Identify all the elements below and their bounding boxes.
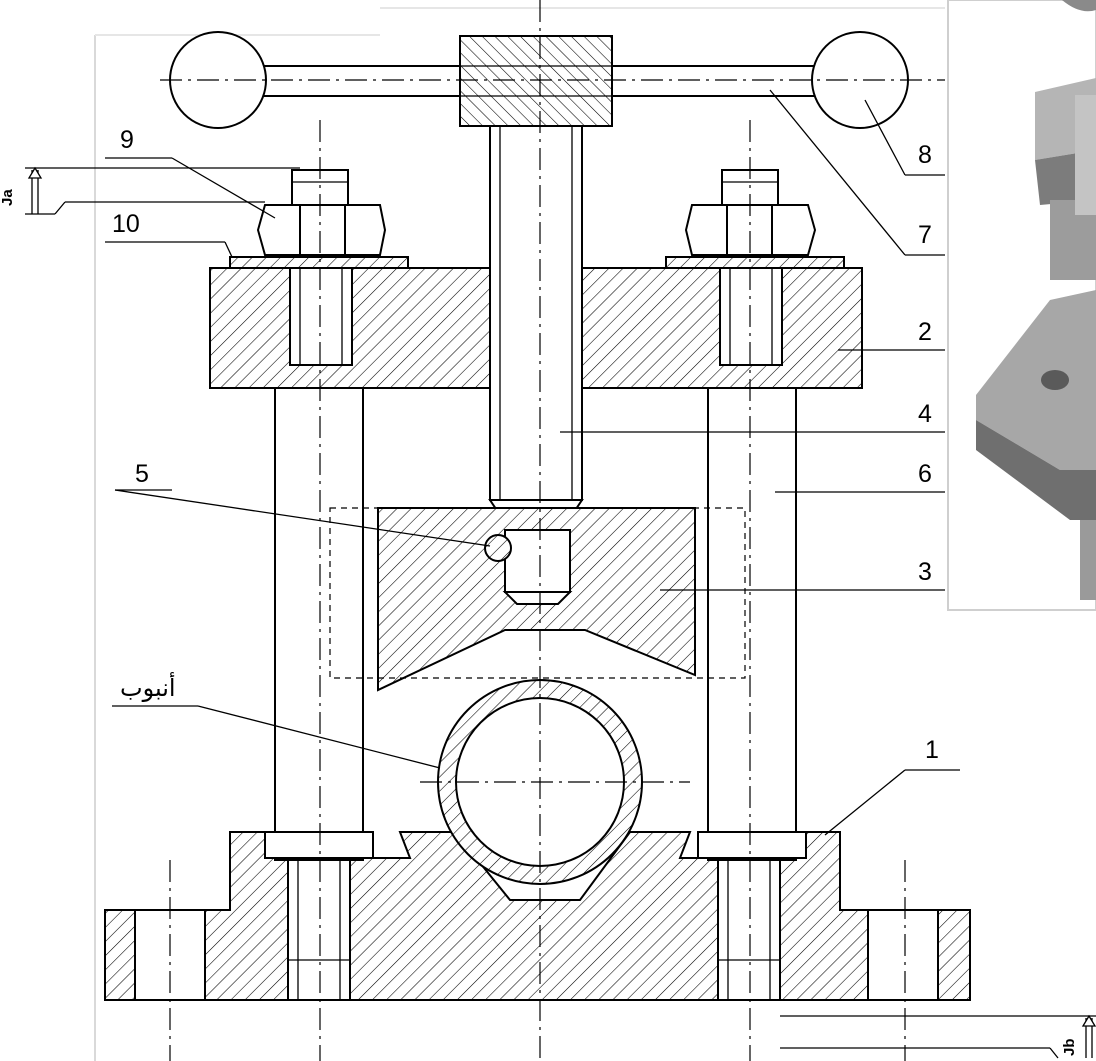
centerlines (160, 0, 945, 1061)
label-part-3: 3 (918, 558, 932, 586)
handle-part-7 (169, 31, 909, 129)
label-part-5: 5 (135, 460, 149, 488)
pin-part-5 (484, 534, 512, 562)
clearance-jb-marker (780, 1014, 1096, 1059)
label-part-4: 4 (918, 400, 932, 428)
label-jb: Jb (1061, 1038, 1078, 1056)
render-3d-inset (947, 0, 1096, 611)
label-part-6: 6 (918, 460, 932, 488)
label-part-1: 1 (925, 736, 939, 764)
part-labels: 9 10 5 أنبوب 8 7 2 4 6 3 1 Ja Jb (0, 126, 1078, 1056)
washer-part-10 (229, 256, 845, 269)
label-part-2: 2 (918, 318, 932, 346)
clearance-ja-marker (25, 166, 300, 215)
label-part-10: 10 (112, 210, 140, 238)
sheet-frame (94, 7, 945, 1061)
jaw-part-3 (329, 507, 746, 692)
label-part-8: 8 (918, 141, 932, 169)
column-part-6 (264, 364, 807, 861)
label-part-7: 7 (918, 221, 932, 249)
label-pipe: أنبوب (120, 672, 176, 702)
label-ja: Ja (0, 189, 16, 206)
label-part-9: 9 (120, 126, 134, 154)
